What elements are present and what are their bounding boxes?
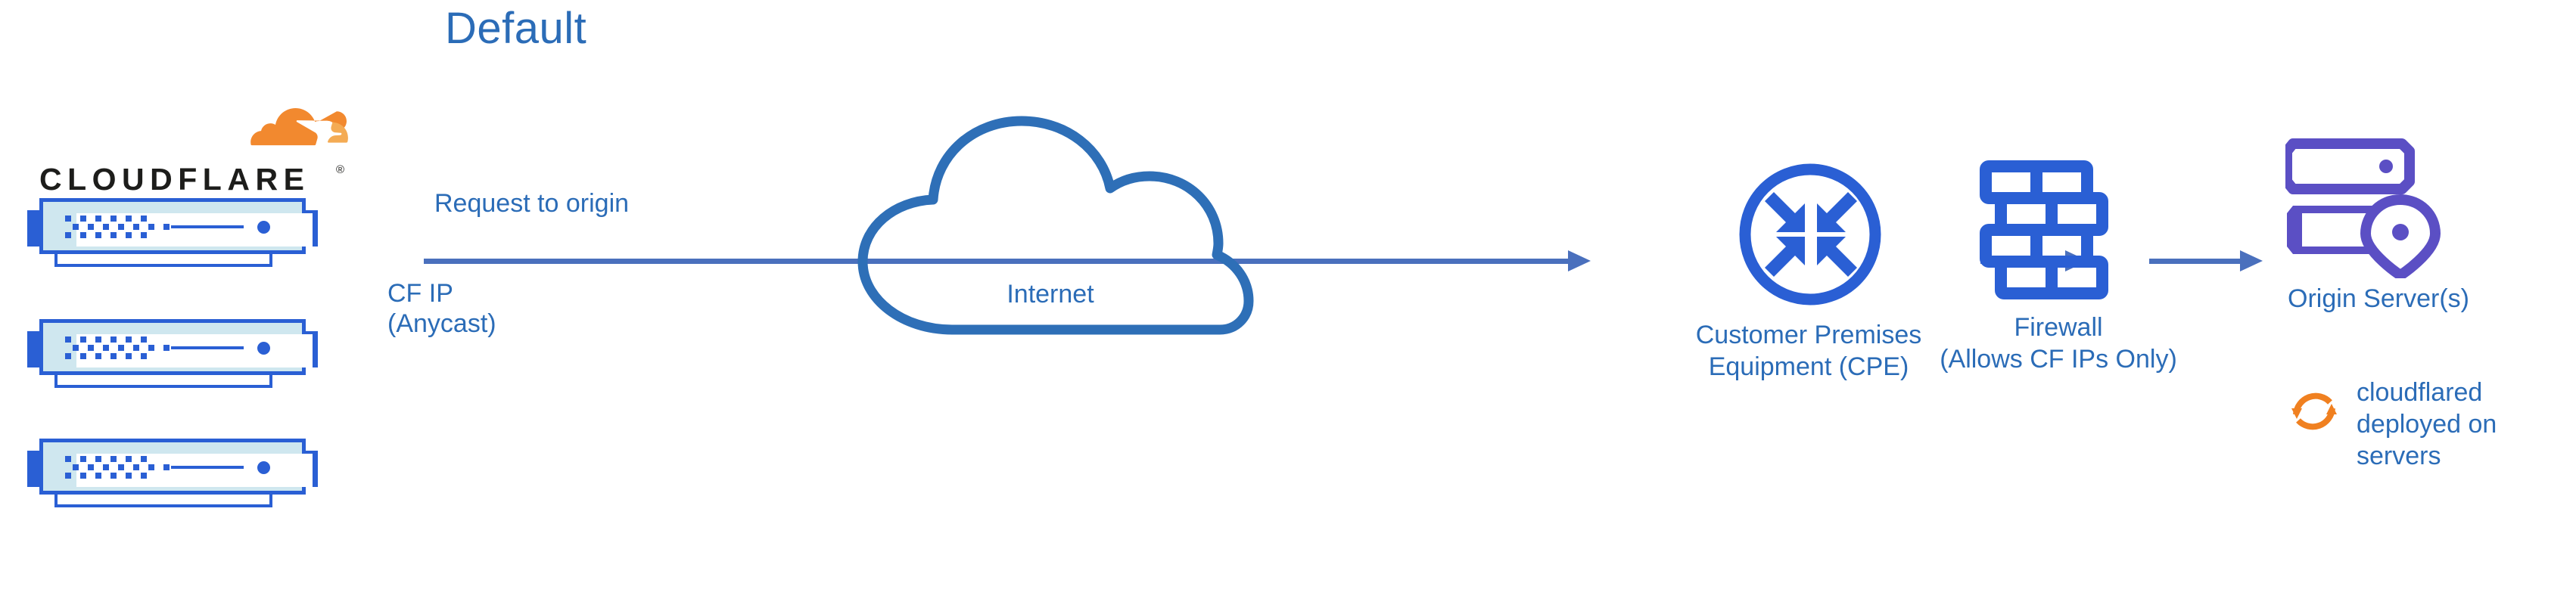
request-to-origin-label: Request to origin: [434, 189, 630, 218]
server-shelf: [54, 375, 272, 388]
firewall-label: Firewall (Allows CF IPs Only): [1869, 312, 2248, 375]
cloudflared-note: cloudflared deployed on servers: [2287, 378, 2576, 492]
cloudflared-line3: servers: [2357, 442, 2441, 470]
server-wire: [171, 466, 244, 469]
cpe-label: Customer Premises Equipment (CPE): [1650, 319, 1968, 383]
server-shelf: [54, 495, 272, 507]
cloudflare-logo: CLOUDFLARE ®: [39, 98, 348, 197]
firewall-node: Firewall (Allows CF IPs Only): [1877, 151, 2240, 393]
firewall-label-line1: Firewall: [2014, 313, 2103, 342]
firewall-label-line2: (Allows CF IPs Only): [1940, 345, 2177, 374]
flow-arrow-firewall-to-origin: [2149, 250, 2270, 271]
server-shell: [39, 198, 313, 254]
cf-ip-label-line2: (Anycast): [387, 309, 496, 338]
server-appliance-icon: [21, 439, 324, 508]
internet-cloud: Internet: [831, 112, 1270, 369]
server-appliance-icon: [21, 319, 324, 389]
server-port-dots: [65, 216, 170, 238]
cpe-label-line2: Equipment (CPE): [1708, 352, 1909, 381]
cloudflare-wordmark: CLOUDFLARE: [39, 162, 310, 197]
cpe-label-line1: Customer Premises: [1695, 321, 1922, 349]
server-wire: [171, 346, 244, 349]
server-appliance-icon: [21, 198, 324, 268]
router-four-arrows-circle-icon: [1734, 159, 1886, 310]
cloudflared-line2: deployed on: [2357, 410, 2497, 439]
cpe-node: Customer Premises Equipment (CPE): [1650, 159, 1968, 401]
registered-trademark-icon: ®: [336, 163, 345, 176]
arrow-line: [2149, 259, 2246, 264]
brick-wall-icon: [1968, 151, 2119, 302]
server-port-dots: [65, 336, 170, 359]
cf-ip-anycast-label: CF IP (Anycast): [387, 278, 496, 339]
sync-arrows-icon: [2287, 384, 2341, 439]
cloudflare-cloud-logo-icon: [207, 98, 359, 157]
cloudflared-line1: cloudflared: [2357, 378, 2483, 407]
arrow-head-icon: [2240, 250, 2263, 271]
server-rack-location-pin-icon: [2282, 135, 2467, 281]
server-wire: [171, 225, 244, 228]
arrow-head-icon: [1568, 250, 1591, 271]
cloud-outline-icon: [857, 116, 1254, 335]
internet-label: Internet: [1006, 280, 1094, 309]
server-led: [257, 461, 270, 474]
server-port-dots: [65, 456, 170, 479]
server-led: [257, 221, 270, 234]
server-shelf: [54, 254, 272, 267]
origin-server-label: Origin Server(s): [2288, 284, 2469, 313]
arrow-line: [424, 259, 1576, 264]
server-led: [257, 342, 270, 355]
cf-ip-label-line1: CF IP: [387, 279, 453, 308]
flow-arrow-cf-to-cpe: [424, 250, 1597, 271]
page-title: Default: [445, 4, 587, 53]
origin-server-node: Origin Server(s): [2282, 135, 2576, 361]
cloudflared-text: cloudflared deployed on servers: [2357, 377, 2576, 472]
